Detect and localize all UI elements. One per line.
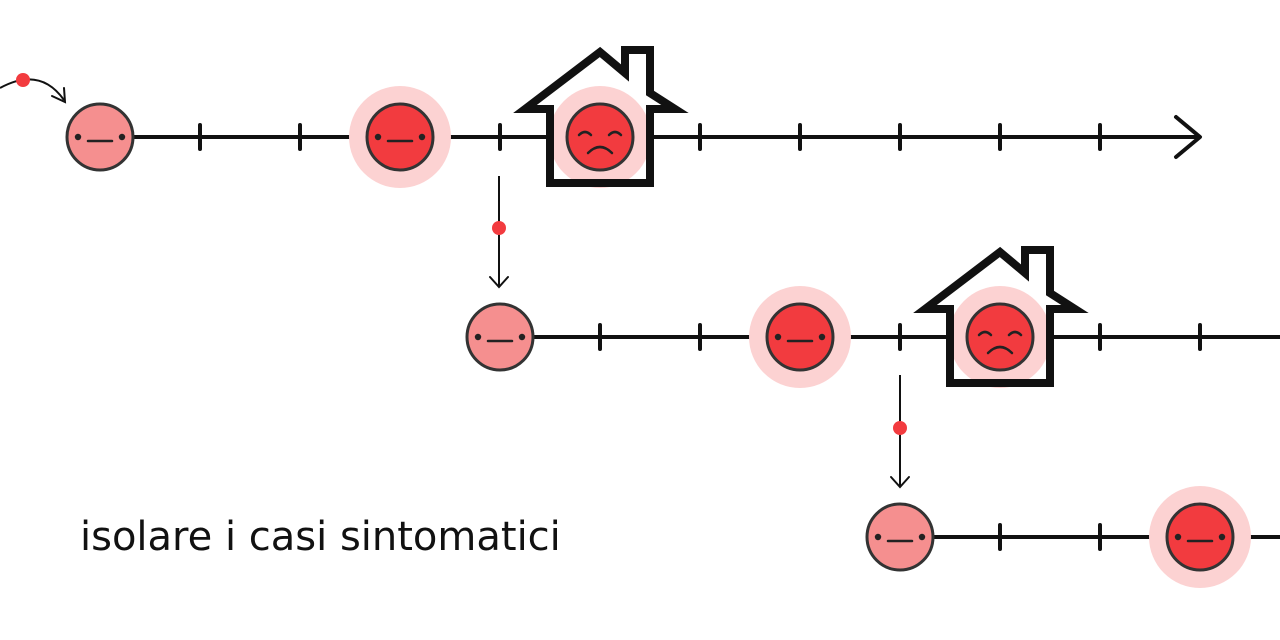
face-left-eye	[977, 330, 993, 337]
incoming-transmission	[0, 73, 67, 104]
sad-face-icon	[965, 302, 1035, 372]
face-left-eye	[374, 133, 382, 141]
axis-arrowhead	[1174, 115, 1202, 159]
timeline-3	[865, 486, 1280, 588]
arrowhead	[489, 276, 509, 289]
face-right-eye	[818, 333, 826, 341]
arrowhead	[51, 87, 67, 104]
face-right-eye	[1007, 330, 1023, 337]
transmission-dot	[893, 421, 907, 435]
neutral-face-icon	[65, 102, 135, 172]
neutral-face-icon	[765, 302, 835, 372]
transmission-arrow	[890, 375, 910, 489]
face-left-eye	[774, 333, 782, 341]
face-right-eye	[518, 333, 526, 341]
arrowhead	[890, 476, 910, 489]
caption: isolare i casi sintomatici	[80, 514, 561, 560]
neutral-face-icon	[465, 302, 535, 372]
face-left-eye	[474, 333, 482, 341]
face-right-eye	[607, 130, 623, 137]
timeline-1	[65, 46, 1202, 188]
house-icon	[513, 46, 689, 187]
face-right-eye	[918, 533, 926, 541]
face-left-eye	[1174, 533, 1182, 541]
transmission-dot	[16, 73, 30, 87]
house-icon	[913, 246, 1089, 387]
neutral-face-icon	[865, 502, 935, 572]
neutral-face-icon	[365, 102, 435, 172]
neutral-face-icon	[1165, 502, 1235, 572]
face-mouth	[986, 345, 1014, 355]
arrow-icon	[0, 78, 65, 101]
face-right-eye	[118, 133, 126, 141]
face-left-eye	[577, 130, 593, 137]
face-left-eye	[874, 533, 882, 541]
transmission-dot	[492, 221, 506, 235]
transmission-arrow	[489, 176, 509, 289]
timeline-2	[465, 246, 1280, 388]
sad-face-icon	[565, 102, 635, 172]
face-right-eye	[418, 133, 426, 141]
face-left-eye	[74, 133, 82, 141]
face-mouth	[586, 145, 614, 155]
face-right-eye	[1218, 533, 1226, 541]
